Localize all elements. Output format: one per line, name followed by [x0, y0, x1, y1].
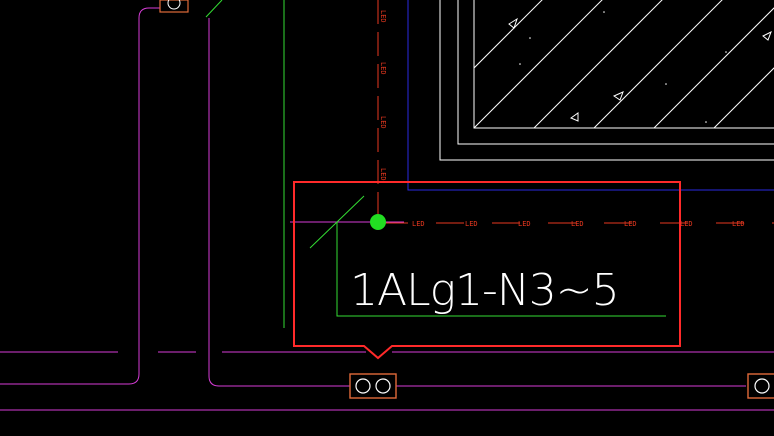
led-label: LED: [518, 220, 531, 228]
green-dot-icon[interactable]: [370, 214, 386, 230]
led-label: LED: [379, 62, 387, 75]
led-label: LED: [571, 220, 584, 228]
green-diagonal-top: [205, 0, 223, 18]
double-socket-icon: [159, 0, 189, 13]
led-wire-vertical: LED LED LED LED: [377, 0, 387, 222]
led-label: LED: [379, 116, 387, 129]
led-label: LED: [732, 220, 745, 228]
blue-boundary-line: [407, 0, 774, 191]
double-socket-icon: [349, 373, 397, 399]
hatched-region: [439, 0, 774, 161]
led-label: LED: [412, 220, 425, 228]
annotation-leader: [309, 195, 666, 317]
circuit-annotation-text[interactable]: 1ALg1-N3~5: [350, 265, 620, 316]
double-socket-icon: [747, 373, 774, 399]
led-label: LED: [379, 168, 387, 181]
led-label: LED: [465, 220, 478, 228]
led-wire-horizontal: LED LED LED LED LED LED LED: [378, 220, 774, 228]
led-label: LED: [680, 220, 693, 228]
led-label: LED: [624, 220, 637, 228]
highlight-callout-box: [293, 181, 681, 360]
led-label: LED: [379, 10, 387, 23]
